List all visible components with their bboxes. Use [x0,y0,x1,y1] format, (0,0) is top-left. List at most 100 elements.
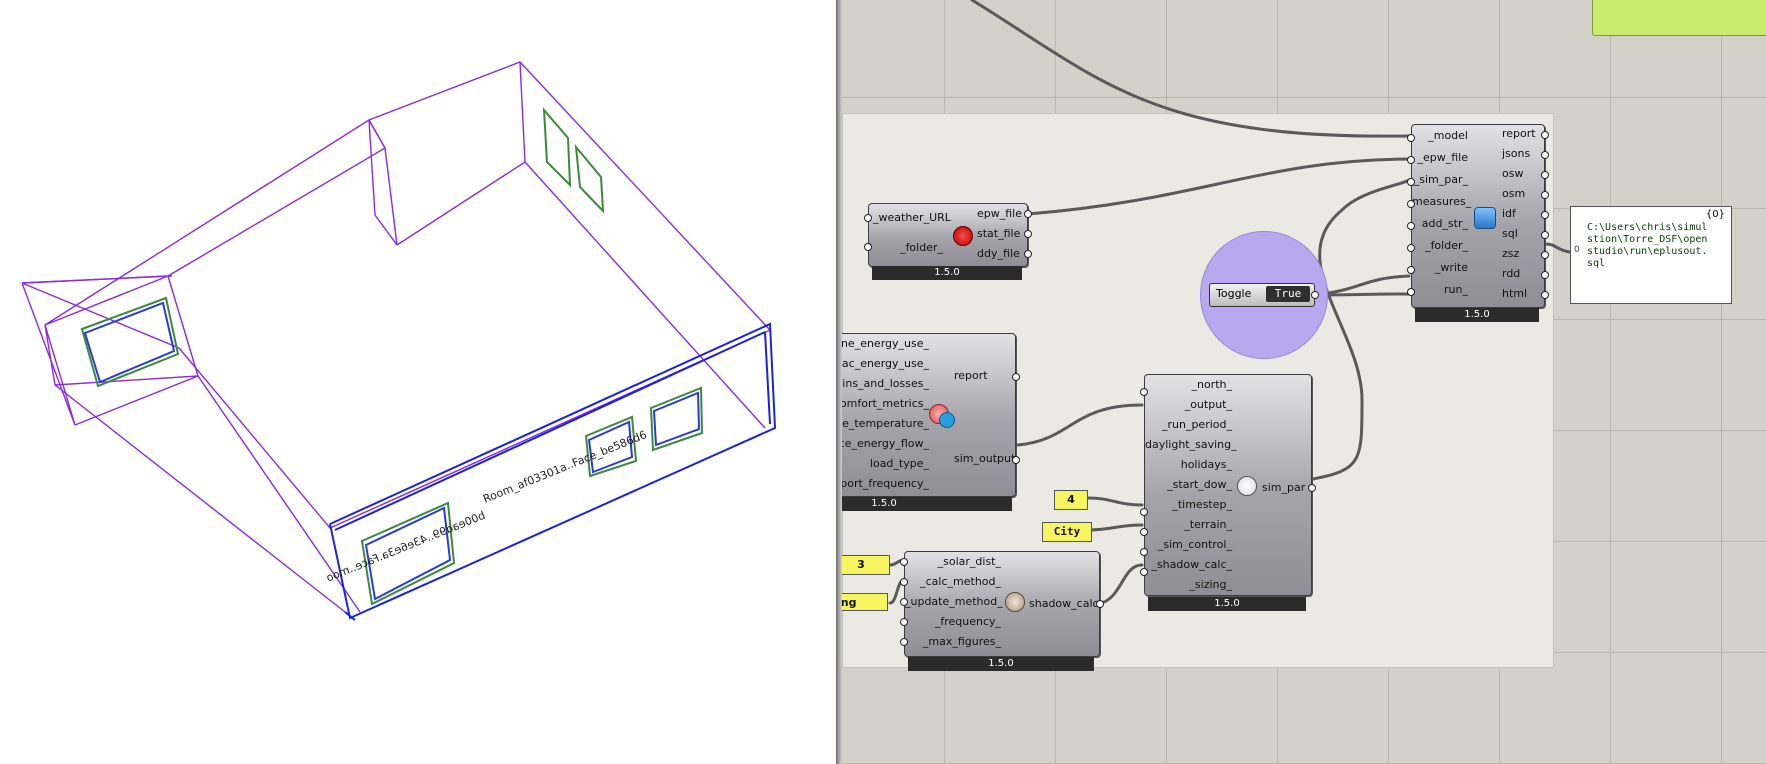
calc-method-panel[interactable]: ing [842,593,888,611]
port-report[interactable] [1012,373,1020,381]
port-idf[interactable] [1541,211,1549,219]
port-weather-url[interactable] [864,214,872,222]
room-edges [21,61,772,613]
port-measures[interactable] [1407,200,1415,208]
model-to-osm-version: 1.5.0 [1415,308,1539,322]
input-write: _write [1434,261,1468,274]
openstudio-icon [1474,207,1496,229]
port-sql[interactable] [1541,231,1549,239]
port-folder-osm[interactable] [1407,244,1415,252]
input-zone-energy-use: zone_energy_use_ [842,337,929,350]
input-surface-temperature: surface_temperature_ [842,417,929,430]
input-calc-method: _calc_method_ [920,575,1001,588]
output-rdd: rdd [1502,267,1521,280]
sim-par-icon [1237,476,1257,496]
input-model: _model [1428,129,1468,142]
port-html[interactable] [1541,291,1549,299]
port-stat-file[interactable] [1024,230,1032,238]
shadow-calc-component[interactable]: _solar_dist_ _calc_method_ _update_metho… [900,551,1104,657]
output-report: report [954,369,988,382]
facade-edges [329,322,777,621]
port-sim-output[interactable] [1012,456,1020,464]
input-run: run_ [1444,283,1468,296]
toggle-label: Toggle [1216,287,1252,300]
green-group-block[interactable] [1592,0,1766,36]
input-solar-dist: _solar_dist_ [937,555,1001,568]
shadow-calc-version: 1.5.0 [908,657,1094,671]
terrain-panel[interactable]: City [1042,522,1092,542]
port-output[interactable] [1140,388,1148,396]
input-daylight-saving: daylight_saving_ [1145,438,1237,451]
weather-version: 1.5.0 [872,266,1022,280]
port-rdd[interactable] [1541,271,1549,279]
viewport-splitter[interactable] [836,0,842,764]
port-update-method[interactable] [900,598,908,606]
port-toggle[interactable] [1311,291,1319,299]
input-max-figures: _max_figures_ [922,635,1001,648]
input-surface-energy-flow: surface_energy_flow_ [842,437,929,450]
input-timestep: _timestep_ [1172,498,1232,511]
port-osm[interactable] [1541,191,1549,199]
input-folder: _folder_ [900,241,943,254]
port-sim-par[interactable] [1308,484,1316,492]
input-gains-and-losses: gains_and_losses_ [842,377,929,390]
port-ddy-file[interactable] [1024,250,1032,258]
port-zsz[interactable] [1541,251,1549,259]
solar-dist-panel[interactable]: 3 [842,555,890,575]
rhino-viewport[interactable]: Room_af03301a..Face_be586d6 b00ead99..43… [0,0,836,764]
input-hvac-energy-use: hvac_energy_use_ [842,357,929,370]
port-frequency[interactable] [900,618,908,626]
input-run-period: _run_period_ [1161,418,1232,431]
port-add-str[interactable] [1407,222,1415,230]
port-epw-file-in[interactable] [1407,156,1415,164]
panel-item-index: 0 [1574,245,1580,255]
port-max-figures[interactable] [900,638,908,646]
boolean-toggle[interactable]: Toggle True [1209,283,1319,307]
play-icon [939,412,955,428]
input-report-frequency: report_frequency_ [842,477,929,490]
port-model[interactable] [1407,134,1415,142]
output-report-osm: report [1502,127,1536,140]
toggle-value[interactable]: True [1266,286,1310,302]
port-write[interactable] [1407,266,1415,274]
port-terrain[interactable] [1140,528,1148,536]
input-add-str: add_str_ [1421,217,1468,230]
output-osw: osw [1502,167,1524,180]
port-folder[interactable] [864,243,872,251]
input-weather-url: _weather_URL [873,211,951,224]
input-comfort-metrics: comfort_metrics_ [842,397,929,410]
input-terrain: _terrain_ [1184,518,1232,531]
port-calc-method[interactable] [900,578,908,586]
download-weather-component[interactable]: _weather_URL _folder_ epw_file stat_file… [864,203,1032,267]
input-frequency: _frequency_ [934,615,1001,628]
sim-par-component[interactable]: _north_ _output_ _run_period_ daylight_s… [1140,374,1316,596]
output-epw-file: epw_file [977,207,1022,220]
port-sim-par-in[interactable] [1407,178,1415,186]
output-jsons: jsons [1502,147,1531,160]
port-timestep[interactable] [1140,508,1148,516]
output-sql: sql [1502,227,1518,240]
input-update-method: _update_method_ [905,595,1003,608]
port-report-osm[interactable] [1541,131,1549,139]
port-jsons[interactable] [1541,151,1549,159]
output-osm: osm [1502,187,1526,200]
port-run[interactable] [1407,288,1415,296]
port-osw[interactable] [1541,171,1549,179]
model-to-osm-component[interactable]: _model _epw_file _sim_par_ measures_ add… [1407,124,1549,308]
input-folder-osm: _folder_ [1425,239,1468,252]
port-sim-control[interactable] [1140,548,1148,556]
sql-output-panel[interactable]: {0} 0 C:\Users\chris\simul stion\Torre_D… [1570,206,1732,304]
apertures [80,107,704,606]
port-epw-file[interactable] [1024,210,1032,218]
input-measures: measures_ [1412,195,1472,208]
grasshopper-canvas[interactable]: _weather_URL _folder_ epw_file stat_file… [842,0,1766,764]
port-solar-dist[interactable] [900,558,908,566]
sim-output-component[interactable]: zone_energy_use_ hvac_energy_use_ gains_… [842,333,1020,497]
port-shadow-calc-out[interactable] [1096,600,1104,608]
input-epw-file: _epw_file [1417,151,1469,164]
port-shadow-calc[interactable] [1140,568,1148,576]
input-shadow-calc: _shadow_calc_ [1151,558,1232,571]
timestep-panel[interactable]: 4 [1054,490,1088,510]
room-wireframe: Room_af03301a..Face_be586d6 b00ead99..43… [21,61,777,621]
panel-path-header: {0} [1705,209,1725,220]
